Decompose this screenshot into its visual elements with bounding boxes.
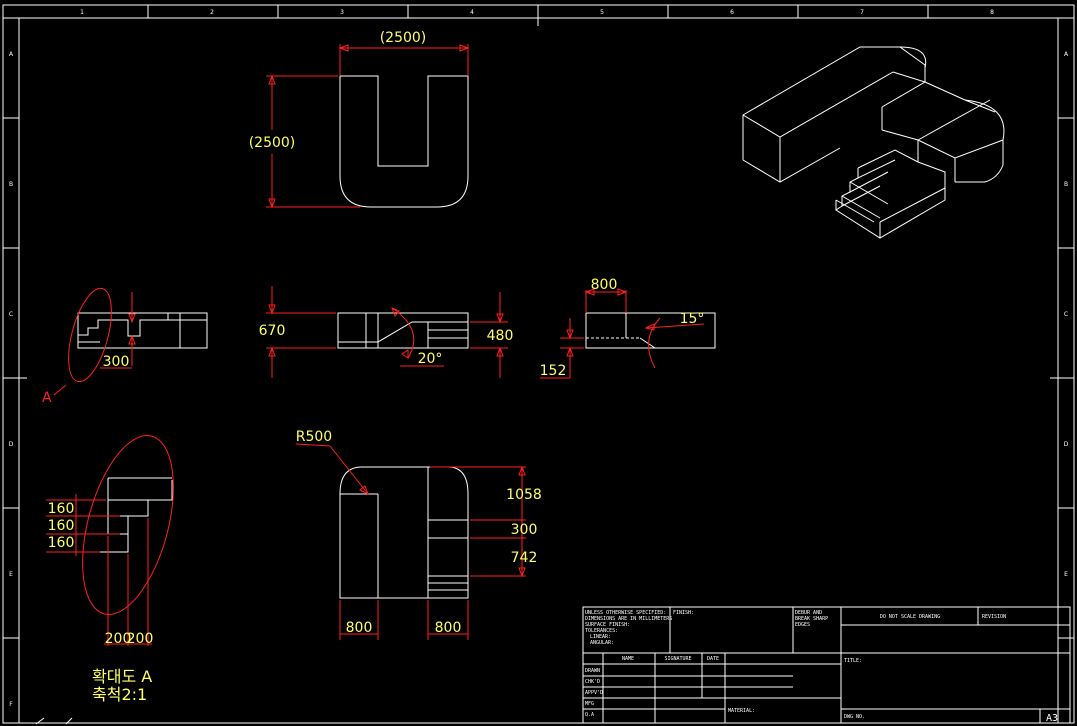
tb-finish: FINISH: <box>673 610 694 616</box>
tb-row-qa: Q.A <box>585 712 594 718</box>
zone-row-e-right: E <box>1064 571 1068 578</box>
right-view: 800 15° 152 <box>540 277 716 379</box>
zone-col-5: 5 <box>600 9 604 16</box>
isometric-view <box>742 46 1005 239</box>
detail-dim-160-3: 160 <box>48 535 75 551</box>
bottom-dim-800-left: 800 <box>346 620 373 636</box>
tb-do-not-scale: DO NOT SCALE DRAWING <box>880 614 940 620</box>
tb-header-name: NAME <box>622 656 634 662</box>
tb-material-label: MATERIAL: <box>728 708 755 714</box>
tb-deburr-3: EDGES <box>795 622 810 628</box>
zone-col-2: 2 <box>210 9 214 16</box>
zone-col-8: 8 <box>990 9 994 16</box>
left-view: A 300 <box>42 287 208 406</box>
tb-note-5: LINEAR: <box>590 634 611 640</box>
side-depth-label: 480 <box>487 328 514 344</box>
zone-row-d-left: D <box>9 441 14 448</box>
tb-dwg-no-label: DWG NO. <box>844 714 865 720</box>
left-dim-label: 300 <box>103 354 130 370</box>
bottom-radius-label: R500 <box>296 429 332 445</box>
detail-dim-160-2: 160 <box>48 518 75 534</box>
side-height-label: 670 <box>259 323 286 339</box>
detail-dim-160-1: 160 <box>48 501 75 517</box>
zone-col-7: 7 <box>860 9 864 16</box>
zone-col-6: 6 <box>730 9 734 16</box>
tb-revision: REVISION <box>982 614 1006 620</box>
front-view: (2500) (2500) <box>249 30 470 209</box>
zone-row-c-left: C <box>9 311 13 318</box>
right-width-label: 800 <box>591 277 618 293</box>
sheet-border <box>2 4 1075 724</box>
zone-row-f-left: F <box>9 701 13 708</box>
front-width-label: (2500) <box>380 30 427 46</box>
zone-row-a-left: A <box>9 51 14 58</box>
tb-note-2: DIMENSIONS ARE IN MILLIMETERS <box>585 616 672 622</box>
tb-note-4: TOLERANCES: <box>585 628 618 634</box>
detail-a-ellipse <box>68 287 112 383</box>
tb-row-checked: CHK'D <box>585 679 600 685</box>
tb-deburr-1: DEBUR AND <box>795 610 822 616</box>
zone-row-b-left: B <box>9 181 13 188</box>
row-zone-labels: A B C D E F A B C D E <box>9 51 1069 708</box>
tb-row-mfg: MFG <box>585 701 594 707</box>
zone-row-e-left: E <box>9 571 13 578</box>
tb-deburr-2: BREAK SHARP <box>795 616 828 622</box>
bottom-dim-742: 742 <box>511 550 538 566</box>
u-profile <box>339 75 469 208</box>
side-view: 670 480 20° <box>259 286 514 378</box>
tb-size: A3 <box>1046 713 1058 724</box>
tb-header-date: DATE <box>707 656 719 662</box>
side-angle-label: 20° <box>418 351 443 367</box>
detail-a-marker: A <box>42 390 52 406</box>
detail-view: 160 160 160 200 200 확대도 A 축척2:1 <box>46 435 174 704</box>
title-block: UNLESS OTHERWISE SPECIFIED: DIMENSIONS A… <box>582 606 1071 724</box>
tb-note-6: ANGULAR: <box>590 640 614 646</box>
zone-row-a-right: A <box>1064 51 1069 58</box>
zone-row-b-right: B <box>1064 181 1068 188</box>
right-angle-label: 15° <box>680 311 705 327</box>
bottom-dim-800-right: 800 <box>435 620 462 636</box>
detail-scale: 축척2:1 <box>92 685 147 704</box>
tb-row-approved: APPV'D <box>585 690 603 696</box>
zone-col-1: 1 <box>80 9 84 16</box>
tb-header-signature: SIGNATURE <box>664 656 691 662</box>
tb-title-label: TITLE: <box>844 658 862 664</box>
detail-enlarged-ellipse <box>82 435 174 615</box>
detail-dim-200-right: 200 <box>127 631 154 647</box>
right-offset-label: 152 <box>540 363 567 379</box>
tb-note-3: SURFACE FINISH: <box>585 622 630 628</box>
zone-col-4: 4 <box>470 9 474 16</box>
zone-row-c-right: C <box>1064 311 1068 318</box>
front-height-label: (2500) <box>249 135 296 151</box>
detail-dim-200-left: 200 <box>105 631 132 647</box>
zone-col-3: 3 <box>340 9 344 16</box>
bottom-dim-1058: 1058 <box>506 487 542 503</box>
column-zone-labels: 1 2 3 4 5 6 7 8 <box>80 9 994 16</box>
detail-title: 확대도 A <box>92 667 152 686</box>
bottom-view: R500 1058 300 742 800 800 <box>296 429 542 640</box>
tb-note-1: UNLESS OTHERWISE SPECIFIED: <box>585 610 666 616</box>
tb-row-drawn: DRAWN <box>585 668 600 674</box>
bottom-dim-300: 300 <box>511 522 538 538</box>
zone-row-d-right: D <box>1064 441 1069 448</box>
ucs-icon <box>35 717 73 725</box>
